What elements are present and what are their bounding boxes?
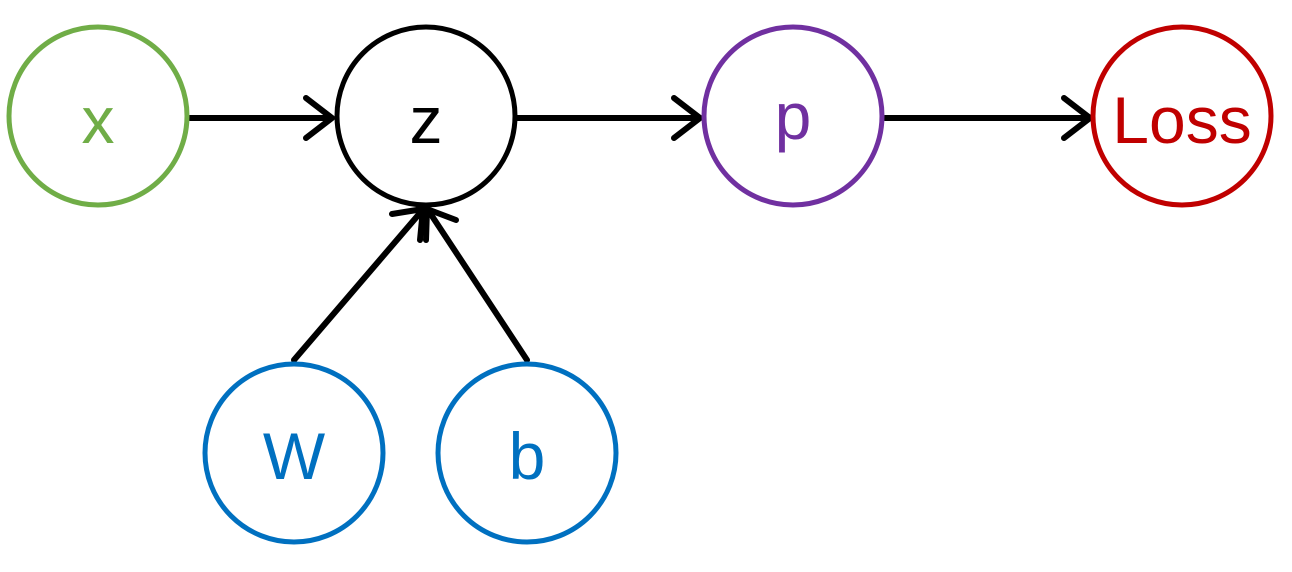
node-x-circle — [6, 24, 190, 208]
edge-w-to-z — [291, 206, 426, 363]
node-w-circle — [202, 361, 386, 545]
node-x: x — [6, 24, 190, 208]
node-z: z — [334, 24, 518, 208]
node-z-circle — [334, 24, 518, 208]
edge-b-to-z — [423, 206, 530, 363]
node-loss-circle — [1090, 24, 1274, 208]
edge-z-to-p — [514, 95, 703, 141]
node-loss-label: Loss — [1112, 83, 1251, 157]
node-b: b — [435, 361, 619, 545]
edge-x-to-z — [187, 95, 335, 141]
node-w: W — [202, 361, 386, 545]
edge-p-to-loss — [882, 95, 1093, 141]
node-loss: Loss — [1090, 24, 1274, 208]
node-w-label: W — [263, 419, 326, 493]
node-p: p — [701, 24, 885, 208]
node-x-label: x — [82, 83, 115, 157]
node-b-circle — [435, 361, 619, 545]
node-p-label: p — [775, 79, 812, 153]
edges — [187, 95, 1093, 363]
node-b-label: b — [509, 419, 546, 493]
node-p-circle — [701, 24, 885, 208]
node-z-label: z — [410, 83, 443, 157]
